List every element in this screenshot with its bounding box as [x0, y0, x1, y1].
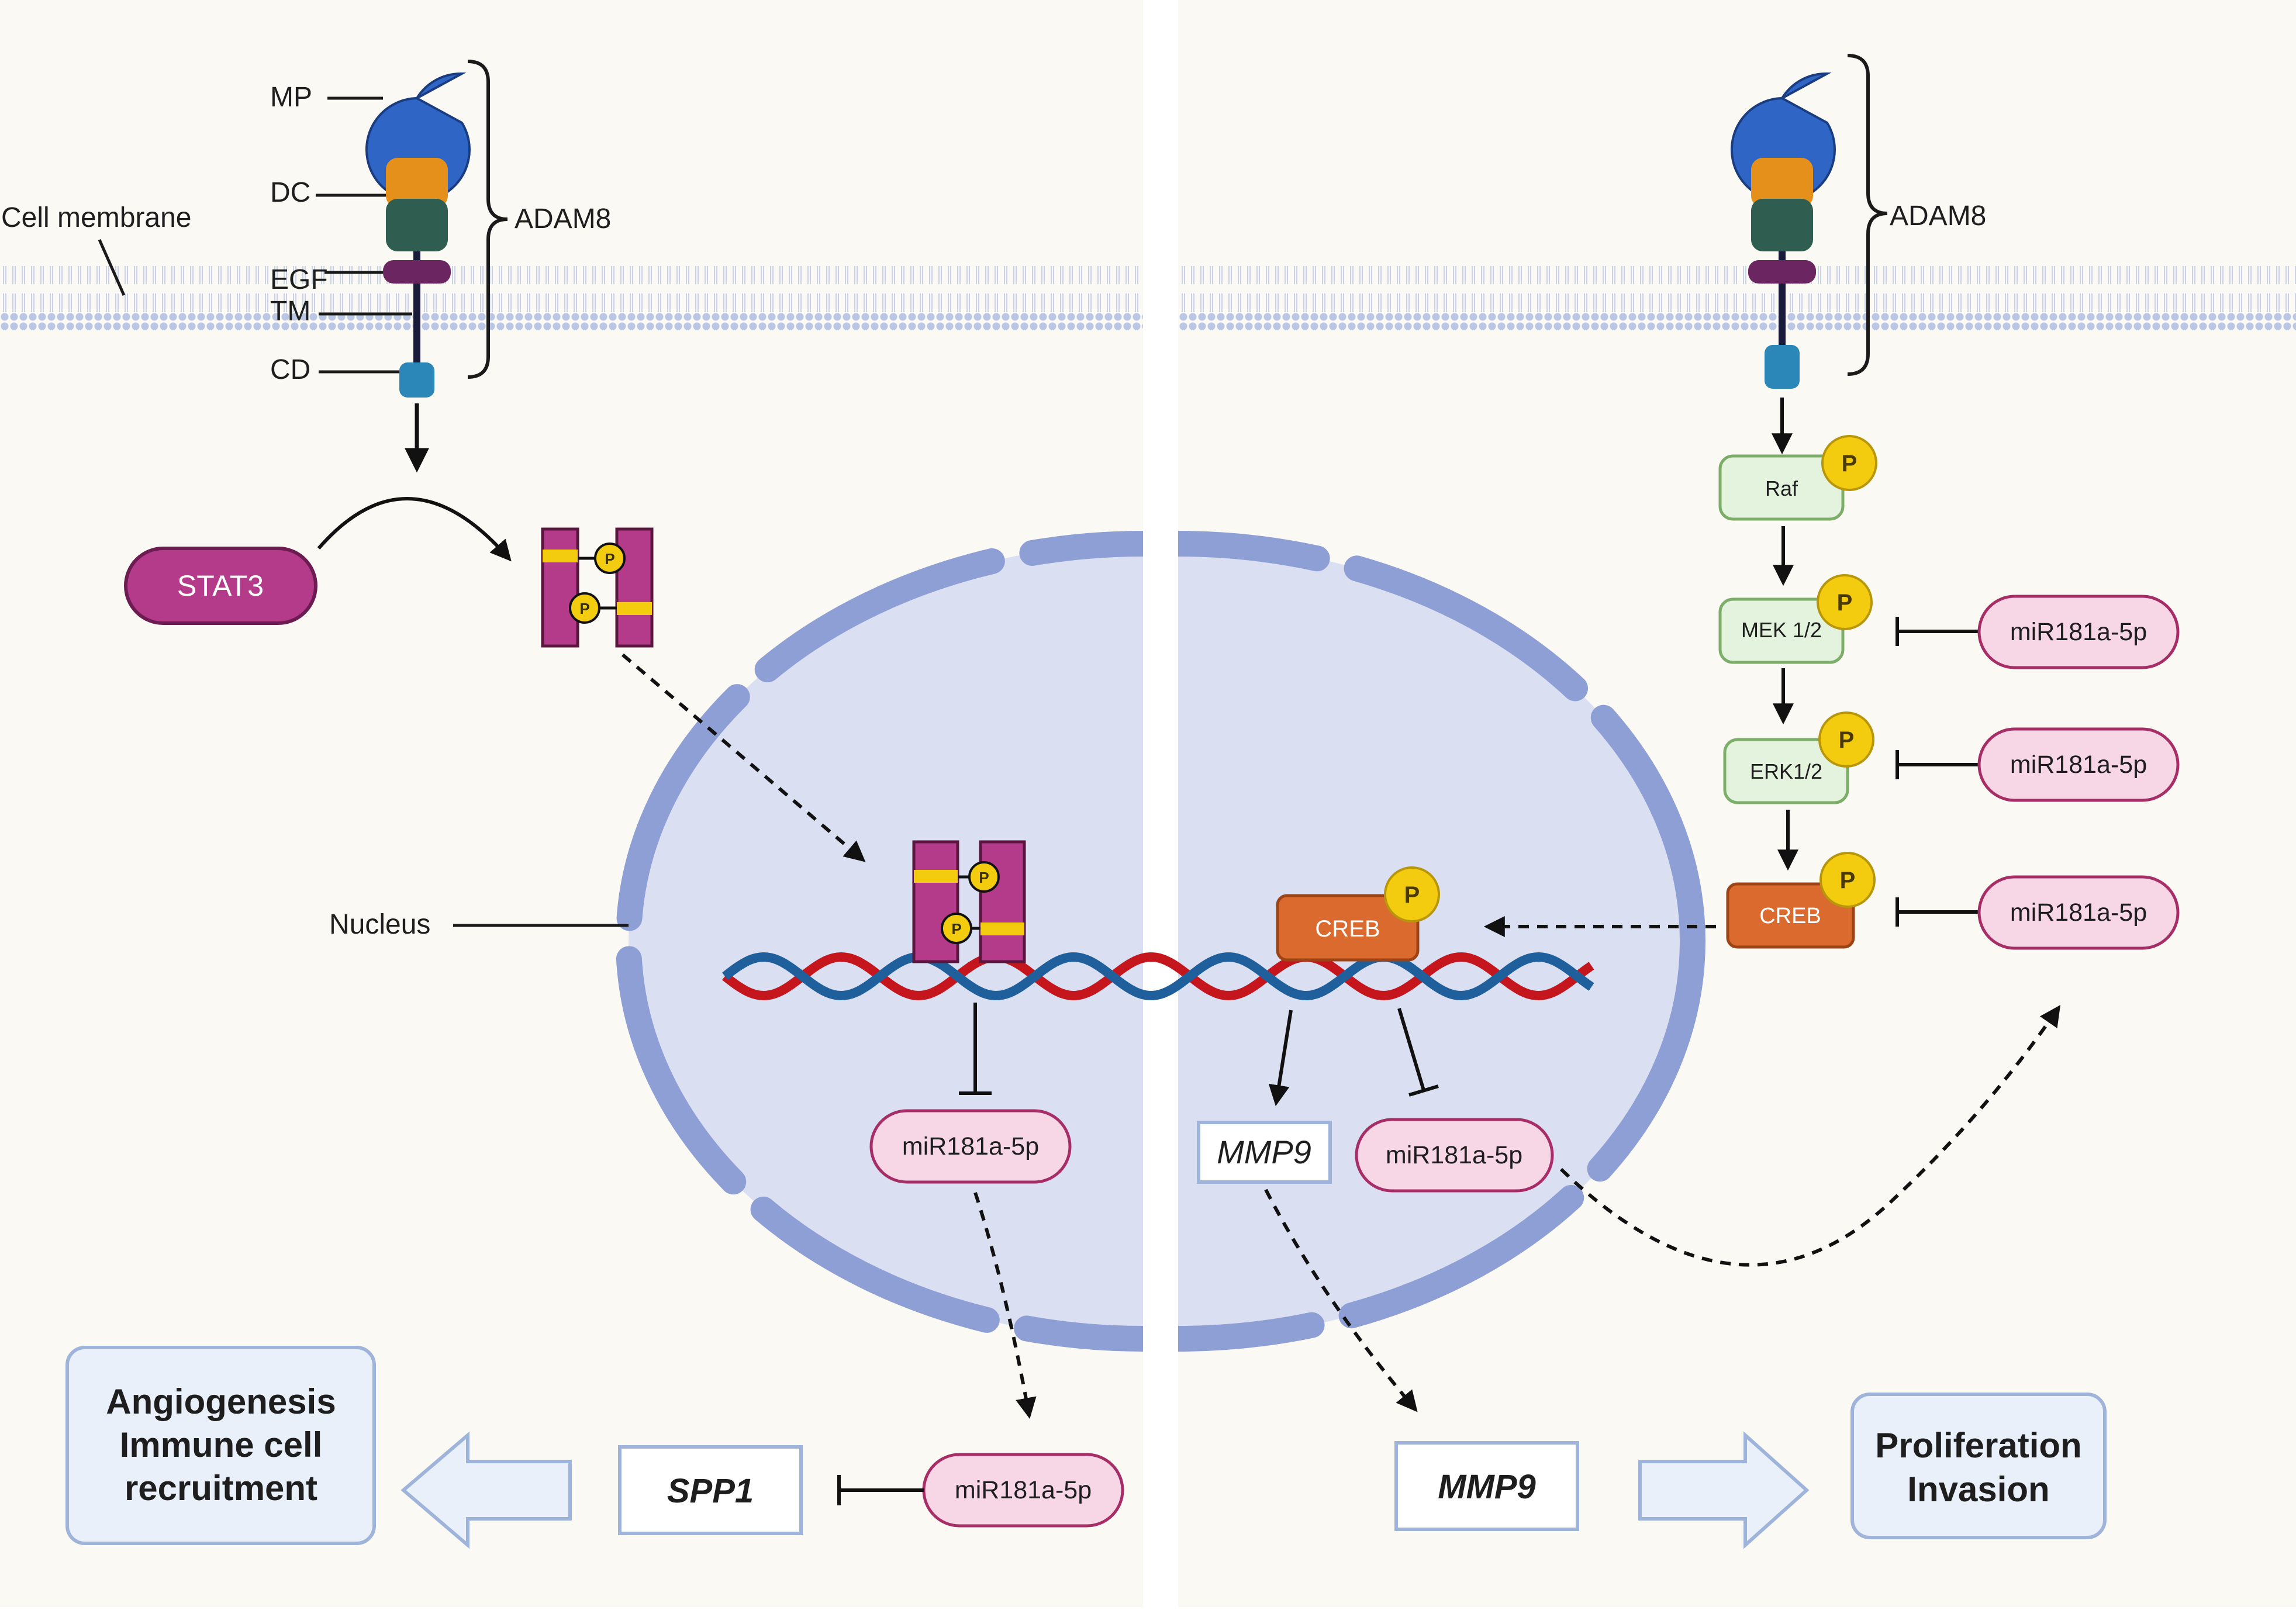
- svg-text:P: P: [951, 920, 961, 938]
- phospho-icon: [941, 913, 972, 944]
- svg-text:Proliferation: Proliferation: [1875, 1426, 2081, 1465]
- svg-text:CREB: CREB: [1759, 904, 1821, 928]
- label-nucleus: Nucleus: [329, 909, 430, 940]
- label-adam8-right: ADAM8: [1890, 201, 1986, 232]
- phospho-icon: [1821, 435, 1877, 491]
- svg-text:P: P: [1840, 868, 1856, 893]
- stat3-label: STAT3: [177, 569, 264, 602]
- mirna-nucleus-left: miR181a-5p: [869, 1109, 1072, 1184]
- phospho-icon: [1818, 711, 1874, 768]
- spp1-gene-box: SPP1: [618, 1445, 803, 1535]
- mirna-inhibit-erk: miR181a-5p: [1896, 727, 2180, 802]
- label-adam8-left: ADAM8: [515, 203, 611, 234]
- mirna-cytoplasm-bottom: miR181a-5p: [922, 1453, 1124, 1528]
- disintegrin-domain-left: [386, 158, 448, 208]
- label-tm: TM: [270, 296, 310, 327]
- svg-text:P: P: [1404, 882, 1420, 908]
- kinase-raf: Raf P: [1718, 435, 1877, 521]
- arrow-stat3-nuclear-translocation: [622, 653, 866, 862]
- svg-text:P: P: [1839, 727, 1855, 753]
- label-cd: CD: [270, 354, 310, 385]
- svg-text:miR181a-5p: miR181a-5p: [1386, 1141, 1522, 1169]
- svg-text:Angiogenesis: Angiogenesis: [106, 1382, 336, 1421]
- svg-text:P: P: [605, 550, 614, 568]
- arrow-mmp9-export: [1264, 1189, 1418, 1412]
- label-dc: DC: [270, 177, 310, 208]
- dna-helix: [722, 952, 1594, 1001]
- phospho-icon: [1819, 852, 1876, 908]
- cysteine-rich-domain-left: [386, 199, 448, 251]
- adam8-brace-left: [467, 60, 508, 379]
- mirna-inhibit-creb: miR181a-5p: [1896, 875, 2180, 950]
- svg-text:miR181a-5p: miR181a-5p: [2010, 751, 2147, 779]
- mirna-nucleus-right: miR181a-5p: [1355, 1118, 1554, 1193]
- outcome-right: Proliferation Invasion: [1850, 1393, 2107, 1539]
- svg-text:P: P: [979, 869, 989, 886]
- label-cell-membrane: Cell membrane: [1, 202, 191, 233]
- mirna-inhibit-mek: miR181a-5p: [1896, 595, 2180, 669]
- svg-text:miR181a-5p: miR181a-5p: [2010, 899, 2147, 927]
- adam8-left: [365, 72, 471, 398]
- arrow-mir-export-left: [973, 1192, 1037, 1419]
- cell-membrane-left: [0, 266, 1143, 330]
- label-mp: MP: [270, 82, 312, 113]
- mmp9-gene-nucleus: MMP9: [1197, 1121, 1332, 1184]
- stat3-node: STAT3: [124, 547, 317, 625]
- phospho-icon: [1817, 574, 1873, 630]
- adam8-right: [1731, 72, 1836, 389]
- creb-nucleus: CREB P: [1276, 866, 1440, 962]
- arrow-creb-mmp9: [1268, 1010, 1293, 1107]
- svg-text:Invasion: Invasion: [1907, 1470, 2049, 1509]
- kinase-mek: MEK 1/2 P: [1718, 574, 1873, 664]
- cytoplasmic-domain-left: [399, 362, 434, 398]
- inhibit-stat3-mir: [959, 1003, 992, 1095]
- arrow-stat3-dimerize: [317, 497, 512, 562]
- svg-text:P: P: [1837, 590, 1853, 616]
- phospho-icon: [594, 543, 626, 574]
- creb-cytoplasm: CREB P: [1726, 852, 1876, 949]
- inhibit-mir-spp1: [837, 1475, 924, 1505]
- svg-text:MMP9: MMP9: [1217, 1134, 1311, 1170]
- svg-text:P: P: [579, 600, 589, 617]
- inhibit-creb-mir: [1397, 1008, 1439, 1097]
- label-egf: EGF: [270, 264, 328, 295]
- stat3-dimer-cytoplasm: P P: [541, 527, 654, 648]
- phospho-icon: [968, 861, 1000, 893]
- arrow-mmp9-outcome: [1638, 1431, 1810, 1549]
- svg-text:Raf: Raf: [1765, 476, 1798, 500]
- stat3-dimer-nucleus: P P: [912, 840, 1026, 963]
- svg-text:MEK 1/2: MEK 1/2: [1741, 618, 1822, 642]
- egf-domain-left: [383, 260, 451, 284]
- svg-text:SPP1: SPP1: [667, 1472, 754, 1510]
- domain-labels-left: MP DC EGF TM CD Cell membrane ADAM8: [1, 60, 611, 385]
- cell-membrane-right: [1178, 266, 2296, 330]
- svg-text:MMP9: MMP9: [1438, 1468, 1536, 1506]
- kinase-erk: ERK1/2 P: [1723, 711, 1874, 804]
- outcome-left: Angiogenesis Immune cell recruitment: [65, 1346, 376, 1545]
- mmp9-gene-box: MMP9: [1394, 1441, 1579, 1531]
- svg-text:miR181a-5p: miR181a-5p: [902, 1132, 1039, 1160]
- svg-text:Immune cell: Immune cell: [120, 1425, 323, 1464]
- svg-text:recruitment: recruitment: [125, 1469, 317, 1508]
- adam8-brace-right: [1847, 54, 1888, 376]
- svg-text:miR181a-5p: miR181a-5p: [955, 1476, 1092, 1504]
- phospho-icon: [569, 592, 600, 624]
- svg-text:miR181a-5p: miR181a-5p: [2010, 618, 2147, 646]
- arrow-spp1-outcome: [400, 1431, 572, 1549]
- svg-text:P: P: [1842, 451, 1857, 476]
- svg-text:ERK1/2: ERK1/2: [1750, 759, 1822, 783]
- svg-text:CREB: CREB: [1315, 916, 1380, 942]
- phospho-icon: [1384, 866, 1440, 923]
